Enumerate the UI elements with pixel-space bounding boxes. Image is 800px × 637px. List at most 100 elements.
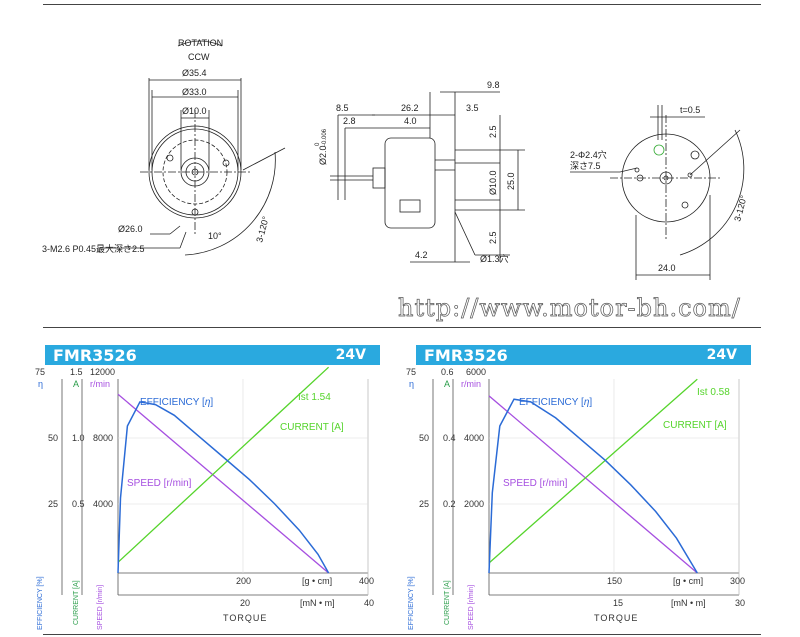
chart1-spd-unit: r/min (90, 379, 110, 389)
chart1-speed-label: SPEED [r/min] (127, 478, 192, 489)
chart2-cur-axis-title: CURRENT [A] (444, 580, 451, 625)
chart1-cur-unit: A (73, 379, 79, 389)
side-view (330, 91, 525, 263)
rotation-direction: CCW (188, 52, 210, 62)
dim-body-height: 25.0 (506, 172, 516, 190)
chart2-model: FMR3526 (424, 346, 508, 365)
chart2-ist-label: Ist 0.58 (697, 387, 730, 398)
dim-top-gap: 2.5 (488, 125, 498, 138)
chart1-efficiency-curve (117, 401, 330, 574)
chart1-voltage: 24V (335, 347, 366, 363)
dim-pcd: Ø26.0 (118, 224, 143, 234)
rear-view (570, 105, 745, 280)
dim-front-angle: 3-120° (254, 215, 271, 244)
chart2-current-label: CURRENT [A] (663, 420, 727, 431)
chart1-current-label: CURRENT [A] (280, 422, 344, 433)
chart2-cur-tick-low: 0.2 (443, 499, 456, 509)
dim-bottom-gap: 2.5 (488, 231, 498, 244)
chart2-spd-tick-mid: 4000 (464, 433, 484, 443)
chart1-cur-tick-top: 1.5 (70, 367, 83, 377)
bottom-rule (43, 634, 761, 635)
chart1-gcm-end: 400 (359, 576, 374, 586)
chart1-eff-tick-mid: 50 (48, 433, 58, 443)
dim-can-length: 4.0 (404, 116, 417, 126)
chart1-mnm-end: 40 (364, 598, 374, 608)
chart2-spd-tick-top: 6000 (466, 367, 486, 377)
rotation-label: ROTATION (178, 38, 223, 48)
chart1-mnm-tick: 20 (240, 598, 250, 608)
section-divider (43, 327, 761, 328)
chart1-current-curve (117, 366, 330, 563)
top-rule (43, 4, 761, 5)
chart1-eff-unit: η (38, 379, 43, 389)
dim-terminal-hole: Ø1.3穴 (480, 253, 509, 264)
chart2-spd-unit: r/min (461, 379, 481, 389)
chart2-cur-tick-top: 0.6 (441, 367, 454, 377)
dim-body-diameter: Ø33.0 (182, 87, 207, 97)
chart2-eff-tick-top: 75 (406, 367, 416, 377)
chart1-ist-label: Ist 1.54 (298, 392, 331, 403)
dim-boss-diameter: Ø10.0 (182, 106, 207, 116)
dim-rear-depth: 深さ7.5 (570, 161, 601, 171)
chart2-efficiency-curve (488, 398, 698, 574)
chart2-mnm-end: 30 (735, 598, 745, 608)
dim-shaft-tolerance-lower: -0.006 (322, 128, 328, 146)
chart2-spd-axis-title: SPEED [r/min] (468, 585, 475, 630)
chart1-spd-tick-mid: 8000 (93, 433, 113, 443)
dim-terminal-length: 3.5 (466, 103, 479, 113)
chart1-xlabel: TORQUE (223, 613, 267, 623)
dim-shaft-diameter: Ø2.0 (318, 145, 328, 165)
website-watermark: http://www.motor-bh.com/ (398, 294, 741, 322)
chart2-xlabel: TORQUE (594, 613, 638, 623)
chart2-mnm-unit: [mN • m] (671, 598, 706, 608)
front-view (100, 40, 286, 256)
chart2-speed-curve (488, 395, 698, 574)
dim-boss-length: 2.8 (343, 116, 356, 126)
chart2-gcm-unit: [g • cm] (673, 576, 703, 586)
chart1-cur-tick-mid: 1.0 (72, 433, 85, 443)
chart1-eff-axis-title: EFFICIENCY [%] (37, 576, 44, 630)
chart2-gcm-end: 300 (730, 576, 745, 586)
chart2-eff-unit: η (409, 379, 414, 389)
dim-center-diameter: Ø10.0 (488, 170, 498, 195)
dim-rear-holes: 2-Φ2.4穴 (570, 149, 607, 160)
chart1-eff-tick-top: 75 (35, 367, 45, 377)
chart2-spd-tick-low: 2000 (464, 499, 484, 509)
chart1-header: FMR3526 24V (45, 345, 380, 365)
dim-flange: 4.2 (415, 250, 428, 260)
chart2: 75 0.6 6000 η A r/min 50 0.4 4000 25 0.2… (406, 367, 745, 630)
dim-outer-diameter: Ø35.4 (182, 68, 207, 78)
chart1-spd-tick-top: 12000 (90, 367, 115, 377)
chart1-mnm-unit: [mN • m] (300, 598, 335, 608)
dim-shaft-tolerance-upper: 0 (315, 142, 321, 146)
dim-shaft-length: 8.5 (336, 103, 349, 113)
chart1: 75 1.5 12000 η A r/min 50 1.0 8000 25 0.… (35, 366, 374, 630)
chart1-spd-axis-title: SPEED [r/min] (97, 585, 104, 630)
dim-terminal-offset: 9.8 (487, 80, 500, 90)
chart2-eff-axis-title: EFFICIENCY [%] (408, 576, 415, 630)
chart2-eff-tick-mid: 50 (419, 433, 429, 443)
dim-body-length: 26.2 (401, 103, 419, 113)
chart2-speed-label: SPEED [r/min] (503, 478, 568, 489)
technical-drawings: ROTATION CCW Ø35.4 Ø33.0 Ø10.0 Ø26.0 3-M… (42, 38, 749, 322)
chart2-eff-tick-low: 25 (419, 499, 429, 509)
dim-rear-angle: 3-120° (732, 194, 749, 223)
chart1-speed-curve (117, 393, 330, 574)
chart1-cur-tick-low: 0.5 (72, 499, 85, 509)
chart1-eff-tick-low: 25 (48, 499, 58, 509)
chart1-spd-tick-low: 4000 (93, 499, 113, 509)
chart2-gcm-tick: 150 (607, 576, 622, 586)
chart2-cur-tick-mid: 0.4 (443, 433, 456, 443)
dim-angle-small: 10° (208, 231, 222, 241)
dim-thickness: t=0.5 (680, 105, 700, 115)
chart2-eff-label: EFFICIENCY [η] (519, 397, 592, 408)
chart2-mnm-tick: 15 (613, 598, 623, 608)
dim-mount-holes: 3-M2.6 P0.45最大深さ2.5 (42, 243, 145, 254)
chart1-gcm-tick: 200 (236, 576, 251, 586)
chart2-voltage: 24V (706, 347, 737, 363)
chart1-model: FMR3526 (53, 346, 137, 365)
chart1-gcm-unit: [g • cm] (302, 576, 332, 586)
chart2-cur-unit: A (444, 379, 450, 389)
chart2-current-curve (488, 378, 698, 564)
chart1-cur-axis-title: CURRENT [A] (73, 580, 80, 625)
